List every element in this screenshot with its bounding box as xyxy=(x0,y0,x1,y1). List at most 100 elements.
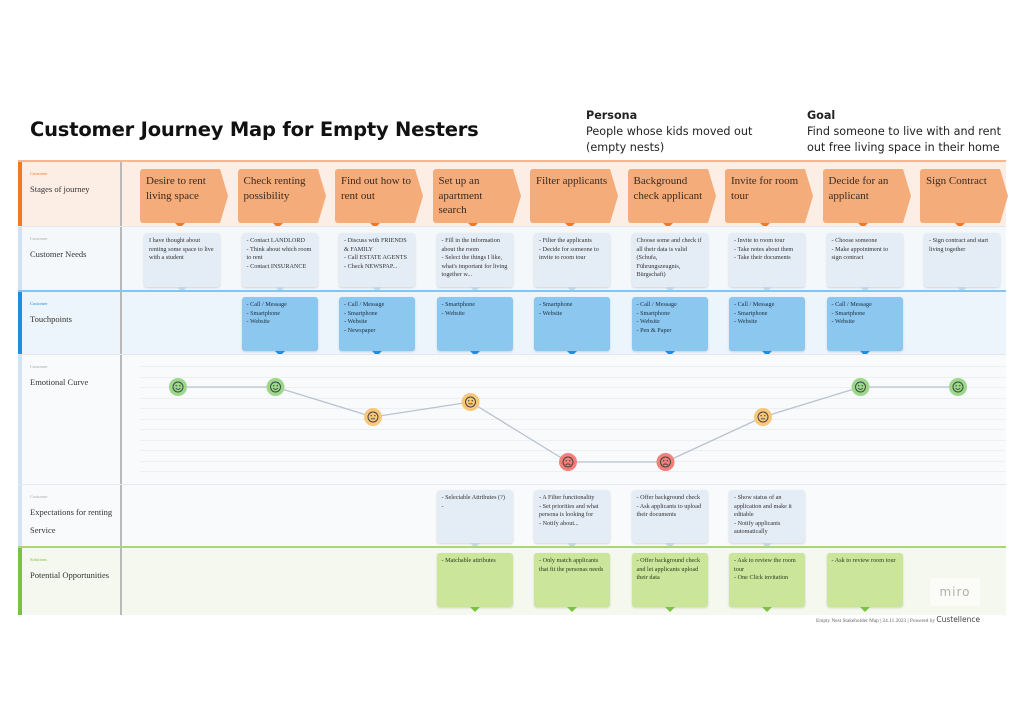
stage-pin-icon xyxy=(760,223,770,228)
emotion-point-neutral-face-icon[interactable] xyxy=(364,408,382,426)
emotion-curve-segment xyxy=(665,416,764,463)
miro-watermark: miro xyxy=(930,578,980,606)
lane-label-opportunities[interactable]: Solutions Potential Opportunities xyxy=(18,548,120,615)
emotion-point-sad-face-icon[interactable] xyxy=(559,453,577,471)
lane-category: Customer xyxy=(30,171,48,176)
lane-category: Solutions xyxy=(30,557,48,562)
card-pin-icon xyxy=(859,287,870,292)
touchpoints-card[interactable]: - Call / Message - Smartphone - Website xyxy=(826,297,903,356)
expectations-card[interactable]: - Offer background check - Ask applicant… xyxy=(631,490,708,548)
emotion-point-happy-face-icon[interactable] xyxy=(949,378,967,396)
needs-card[interactable]: - Filter the applicants - Decide for som… xyxy=(534,233,610,292)
lane-potential-opportunities: Solutions Potential Opportunities - Matc… xyxy=(18,546,1006,615)
opportunities-card[interactable]: - Offer background check and let applica… xyxy=(631,553,708,612)
needs-card-text: - Invite to room tour - Take notes about… xyxy=(734,237,794,261)
emotion-point-happy-face-icon[interactable] xyxy=(169,378,187,396)
needs-card[interactable]: - Discuss with FRIENDS & FAMILY - Call E… xyxy=(339,233,415,292)
emotion-point-happy-face-icon[interactable] xyxy=(266,378,285,396)
expectations-card[interactable]: - Selectable Attributes (?) - xyxy=(436,490,513,548)
lane-label-emotion[interactable]: Customer Emotional Curve xyxy=(18,355,120,485)
touchpoints-card[interactable]: - Smartphone - Website xyxy=(534,297,610,356)
stage-card[interactable]: Desire to rent living space xyxy=(140,169,228,228)
stage-card[interactable]: Decide for an applicant xyxy=(822,169,911,228)
opportunities-card-text: - Offer background check and let applica… xyxy=(636,557,701,581)
card-pin-icon xyxy=(274,351,285,356)
lane-stages: Customer Stages of journey Desire to ren… xyxy=(18,160,1008,228)
touchpoints-card[interactable]: - Call / Message - Smartphone - Website … xyxy=(339,297,415,356)
lane-label-touchpoints[interactable]: Customer Touchpoints xyxy=(18,292,120,356)
expectations-card-text: - Offer background check - Ask applicant… xyxy=(636,494,702,518)
card-pin-icon xyxy=(372,351,382,356)
card-pin-icon xyxy=(469,351,480,356)
stage-card[interactable]: Find out how to rent out xyxy=(335,169,423,228)
stage-card[interactable]: Background check applicant xyxy=(627,169,716,228)
emotion-curve-segment xyxy=(762,386,861,418)
lane-customer-needs: Customer Customer Needs I have thought a… xyxy=(18,226,1006,292)
card-pin-icon xyxy=(567,607,577,612)
opportunities-card[interactable]: - Ask to review room tour xyxy=(826,553,903,612)
touchpoints-card[interactable]: - Call / Message - Smartphone - Website … xyxy=(631,297,708,356)
needs-card[interactable]: - Invite to room tour - Take notes about… xyxy=(729,233,805,292)
lane-expectations: Customer Expectations for renting Servic… xyxy=(18,484,1006,548)
lane-divider xyxy=(120,162,122,228)
lane-name: Potential Opportunities xyxy=(30,570,110,580)
emotion-gridline xyxy=(140,429,1006,430)
lane-label-expectations[interactable]: Customer Expectations for renting Servic… xyxy=(18,485,120,547)
needs-card[interactable]: - Choose someone - Make appointment to s… xyxy=(826,233,903,292)
touchpoints-card[interactable]: - Call / Message - Smartphone - Website xyxy=(729,297,805,356)
opportunities-card-text: - Matchable attributes xyxy=(441,557,496,564)
lane-touchpoints: Customer Touchpoints - Call / Message - … xyxy=(18,290,1006,356)
goal-heading: Goal xyxy=(807,109,836,122)
opportunities-card[interactable]: - Ask to review the room tour - One Clic… xyxy=(729,553,805,612)
touchpoints-card-text: - Smartphone - Website xyxy=(539,301,573,317)
persona-line-2: (empty nests) xyxy=(586,141,665,154)
stage-label: Filter applicants xyxy=(536,175,608,187)
lane-emotional-curve: Customer Emotional Curve xyxy=(18,354,1006,485)
card-pin-icon xyxy=(567,351,577,356)
lane-name: Emotional Curve xyxy=(30,377,89,387)
emotion-point-sad-face-icon[interactable] xyxy=(656,453,675,471)
opportunities-card-text: - Ask to review the room tour - One Clic… xyxy=(734,557,796,581)
lane-label-needs[interactable]: Customer Customer Needs xyxy=(18,227,120,291)
card-pin-icon xyxy=(762,351,772,356)
touchpoints-card[interactable]: - Smartphone - Website xyxy=(436,297,513,356)
lane-category: Customer xyxy=(30,236,48,241)
card-pin-icon xyxy=(762,543,772,548)
emotion-point-happy-face-icon[interactable] xyxy=(851,378,870,396)
opportunities-card[interactable]: - Only match applicants that fit the per… xyxy=(534,553,610,612)
stage-card[interactable]: Invite for room tour xyxy=(725,169,813,228)
touchpoints-card[interactable]: - Call / Message - Smartphone - Website xyxy=(241,297,318,356)
lane-category: Customer xyxy=(30,301,48,306)
lane-divider xyxy=(120,548,122,615)
needs-card[interactable]: - Sign contract and start living togethe… xyxy=(924,233,1000,292)
stage-pin-icon xyxy=(467,223,478,228)
needs-card-text: - Discuss with FRIENDS & FAMILY - Call E… xyxy=(344,237,407,270)
stage-card[interactable]: Filter applicants xyxy=(530,169,618,228)
needs-card-text: - Contact LANDLORD - Think about which r… xyxy=(246,237,312,270)
needs-card[interactable]: - Contact LANDLORD - Think about which r… xyxy=(241,233,318,292)
emotion-point-neutral-face-icon[interactable] xyxy=(754,408,772,426)
stage-card[interactable]: Set up an apartment search xyxy=(432,169,521,228)
footer: Empty Nest Stakeholder Map | 24.11.2023 … xyxy=(816,615,980,624)
emotion-point-neutral-face-icon[interactable] xyxy=(461,393,480,411)
expectations-card[interactable]: - A Filter functionality - Set prioritie… xyxy=(534,490,610,548)
goal-line-1: Find someone to live with and rent xyxy=(807,125,1001,138)
needs-card[interactable]: I have thought about renting some space … xyxy=(144,233,220,292)
needs-card[interactable]: Choose some and check if all their data … xyxy=(631,233,708,292)
stage-label: Sign Contract xyxy=(926,175,987,187)
card-pin-icon xyxy=(567,543,577,548)
persona-heading: Persona xyxy=(586,109,638,122)
stage-label: Find out how to rent out xyxy=(341,175,411,202)
lane-label-stages[interactable]: Customer Stages of journey xyxy=(18,162,120,228)
opportunities-card[interactable]: - Matchable attributes xyxy=(436,553,513,612)
expectations-card[interactable]: - Show status of an application and make… xyxy=(729,490,805,548)
stage-card[interactable]: Sign Contract xyxy=(920,169,1008,228)
needs-card[interactable]: - Fill in the information about the room… xyxy=(436,233,513,292)
stage-card[interactable]: Check renting possibility xyxy=(237,169,326,228)
emotion-gridline xyxy=(140,418,1006,420)
lane-name: Customer Needs xyxy=(30,249,87,259)
needs-card-text: I have thought about renting some space … xyxy=(149,237,214,261)
emotional-curve-chart xyxy=(169,378,967,471)
emotion-gridline xyxy=(140,366,1006,367)
goal-block: Goal Find someone to live with and rent … xyxy=(807,108,1001,156)
